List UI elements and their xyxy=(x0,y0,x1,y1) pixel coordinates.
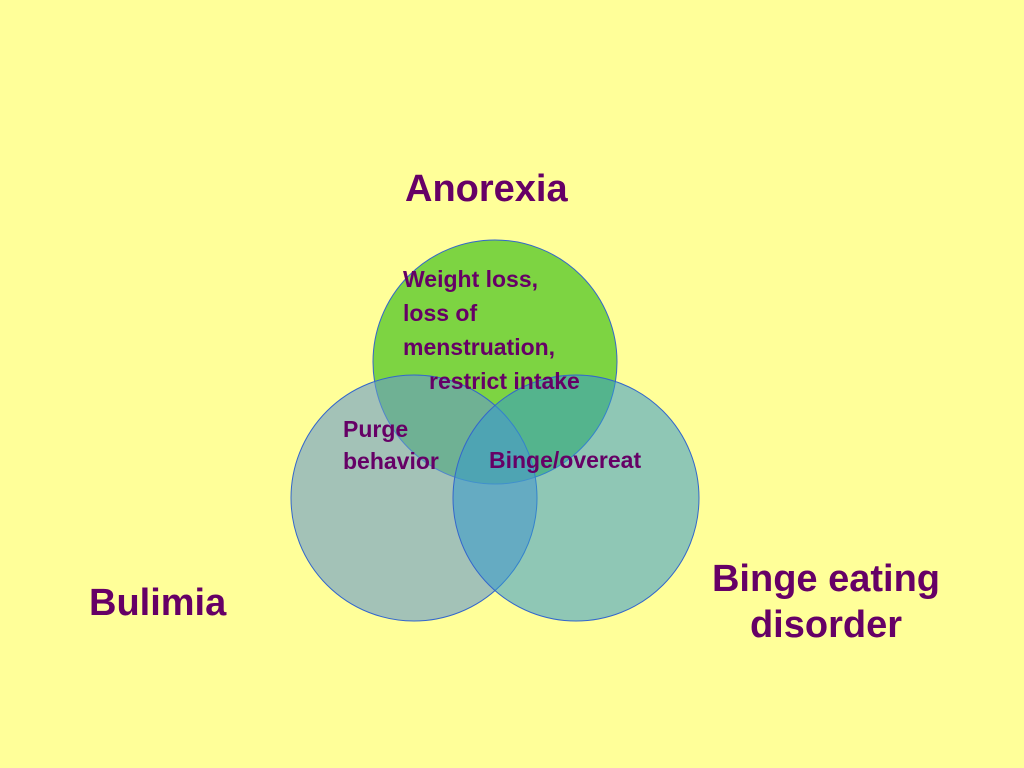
anorexia-feature-line: loss of xyxy=(403,300,478,326)
label-bulimia: Bulimia xyxy=(89,582,227,624)
purge-line: behavior xyxy=(343,448,439,474)
circle-binge-eating xyxy=(452,374,700,622)
label-anorexia: Anorexia xyxy=(405,168,568,210)
label-binge-eating-disorder: Binge eating disorder xyxy=(698,556,954,648)
anorexia-feature-line: Weight loss, xyxy=(403,266,539,292)
label-binge-line-1: Binge eating xyxy=(711,558,941,600)
anorexia-features: Weight loss, loss of menstruation, restr… xyxy=(403,262,623,398)
anorexia-feature-line: restrict intake xyxy=(429,368,580,394)
label-binge-line-2: disorder xyxy=(749,604,903,646)
anorexia-feature-line: menstruation, xyxy=(403,334,556,360)
purge-behavior-overlap: Purge behavior xyxy=(343,413,439,477)
binge-overeat-overlap: Binge/overeat xyxy=(489,447,642,473)
purge-line: Purge xyxy=(343,416,409,442)
